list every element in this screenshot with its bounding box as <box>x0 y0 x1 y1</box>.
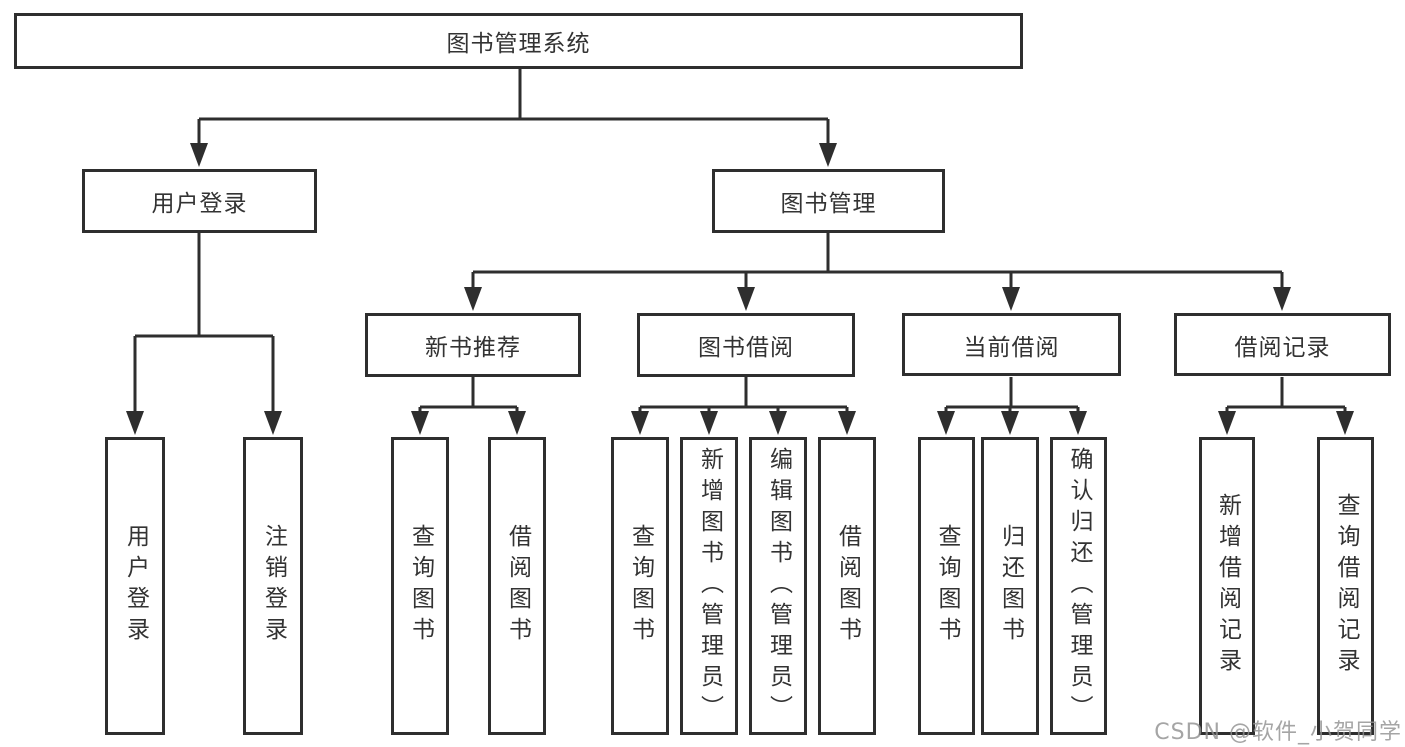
leaf-edit-books-admin: 编辑图书（管理员） <box>749 437 807 735</box>
node-current-borrow-label: 当前借阅 <box>963 334 1060 361</box>
leaf-add-borrow-record: 新增借阅记录 <box>1199 437 1255 735</box>
leaf-confirm-return-admin-label: 确认归还（管理员） <box>1066 446 1092 726</box>
leaf-query-borrow-record: 查询借阅记录 <box>1317 437 1374 735</box>
leaf-newbook-query-books-label: 查询图书 <box>407 524 434 648</box>
node-book-management-group: 图书管理 <box>712 169 945 233</box>
leaf-logout: 注销登录 <box>243 437 303 735</box>
leaf-newbook-borrow-books: 借阅图书 <box>488 437 546 735</box>
node-user-login-group: 用户登录 <box>82 169 317 233</box>
leaf-confirm-return-admin: 确认归还（管理员） <box>1050 437 1107 735</box>
leaf-current-query-books: 查询图书 <box>918 437 975 735</box>
node-current-borrow: 当前借阅 <box>902 313 1121 376</box>
leaf-query-borrow-record-label: 查询借阅记录 <box>1333 493 1359 679</box>
leaf-user-login-label: 用户登录 <box>122 524 149 648</box>
csdn-watermark: CSDN @软件_小贺同学 <box>1154 720 1402 745</box>
node-book-borrow-label: 图书借阅 <box>698 335 794 361</box>
node-new-book-recommend: 新书推荐 <box>365 313 581 377</box>
leaf-add-borrow-record-label: 新增借阅记录 <box>1214 493 1241 679</box>
leaf-return-books: 归还图书 <box>981 437 1039 735</box>
leaf-borrow-query-books: 查询图书 <box>611 437 669 735</box>
node-root-library-system: 图书管理系统 <box>14 13 1023 69</box>
node-user-login-group-label: 用户登录 <box>151 191 248 217</box>
leaf-newbook-borrow-books-label: 借阅图书 <box>504 524 531 648</box>
arrowheads <box>126 143 1354 435</box>
node-borrow-records-label: 借阅记录 <box>1234 334 1331 361</box>
leaf-current-query-books-label: 查询图书 <box>934 524 960 648</box>
node-new-book-recommend-label: 新书推荐 <box>425 335 521 361</box>
leaf-logout-label: 注销登录 <box>260 524 287 648</box>
node-root-label: 图书管理系统 <box>446 31 591 57</box>
node-borrow-records: 借阅记录 <box>1174 313 1391 376</box>
leaf-add-books-admin: 新增图书（管理员） <box>680 437 738 735</box>
node-book-borrow: 图书借阅 <box>637 313 855 377</box>
leaf-edit-books-admin-label: 编辑图书（管理员） <box>765 446 792 726</box>
leaf-add-books-admin-label: 新增图书（管理员） <box>696 446 723 726</box>
node-book-management-group-label: 图书管理 <box>780 191 877 217</box>
leaf-user-login: 用户登录 <box>105 437 165 735</box>
leaf-borrow-query-books-label: 查询图书 <box>627 524 654 648</box>
leaf-newbook-query-books: 查询图书 <box>391 437 449 735</box>
leaf-borrow-borrow-books: 借阅图书 <box>818 437 876 735</box>
leaf-borrow-borrow-books-label: 借阅图书 <box>834 524 861 648</box>
leaf-return-books-label: 归还图书 <box>997 524 1024 648</box>
